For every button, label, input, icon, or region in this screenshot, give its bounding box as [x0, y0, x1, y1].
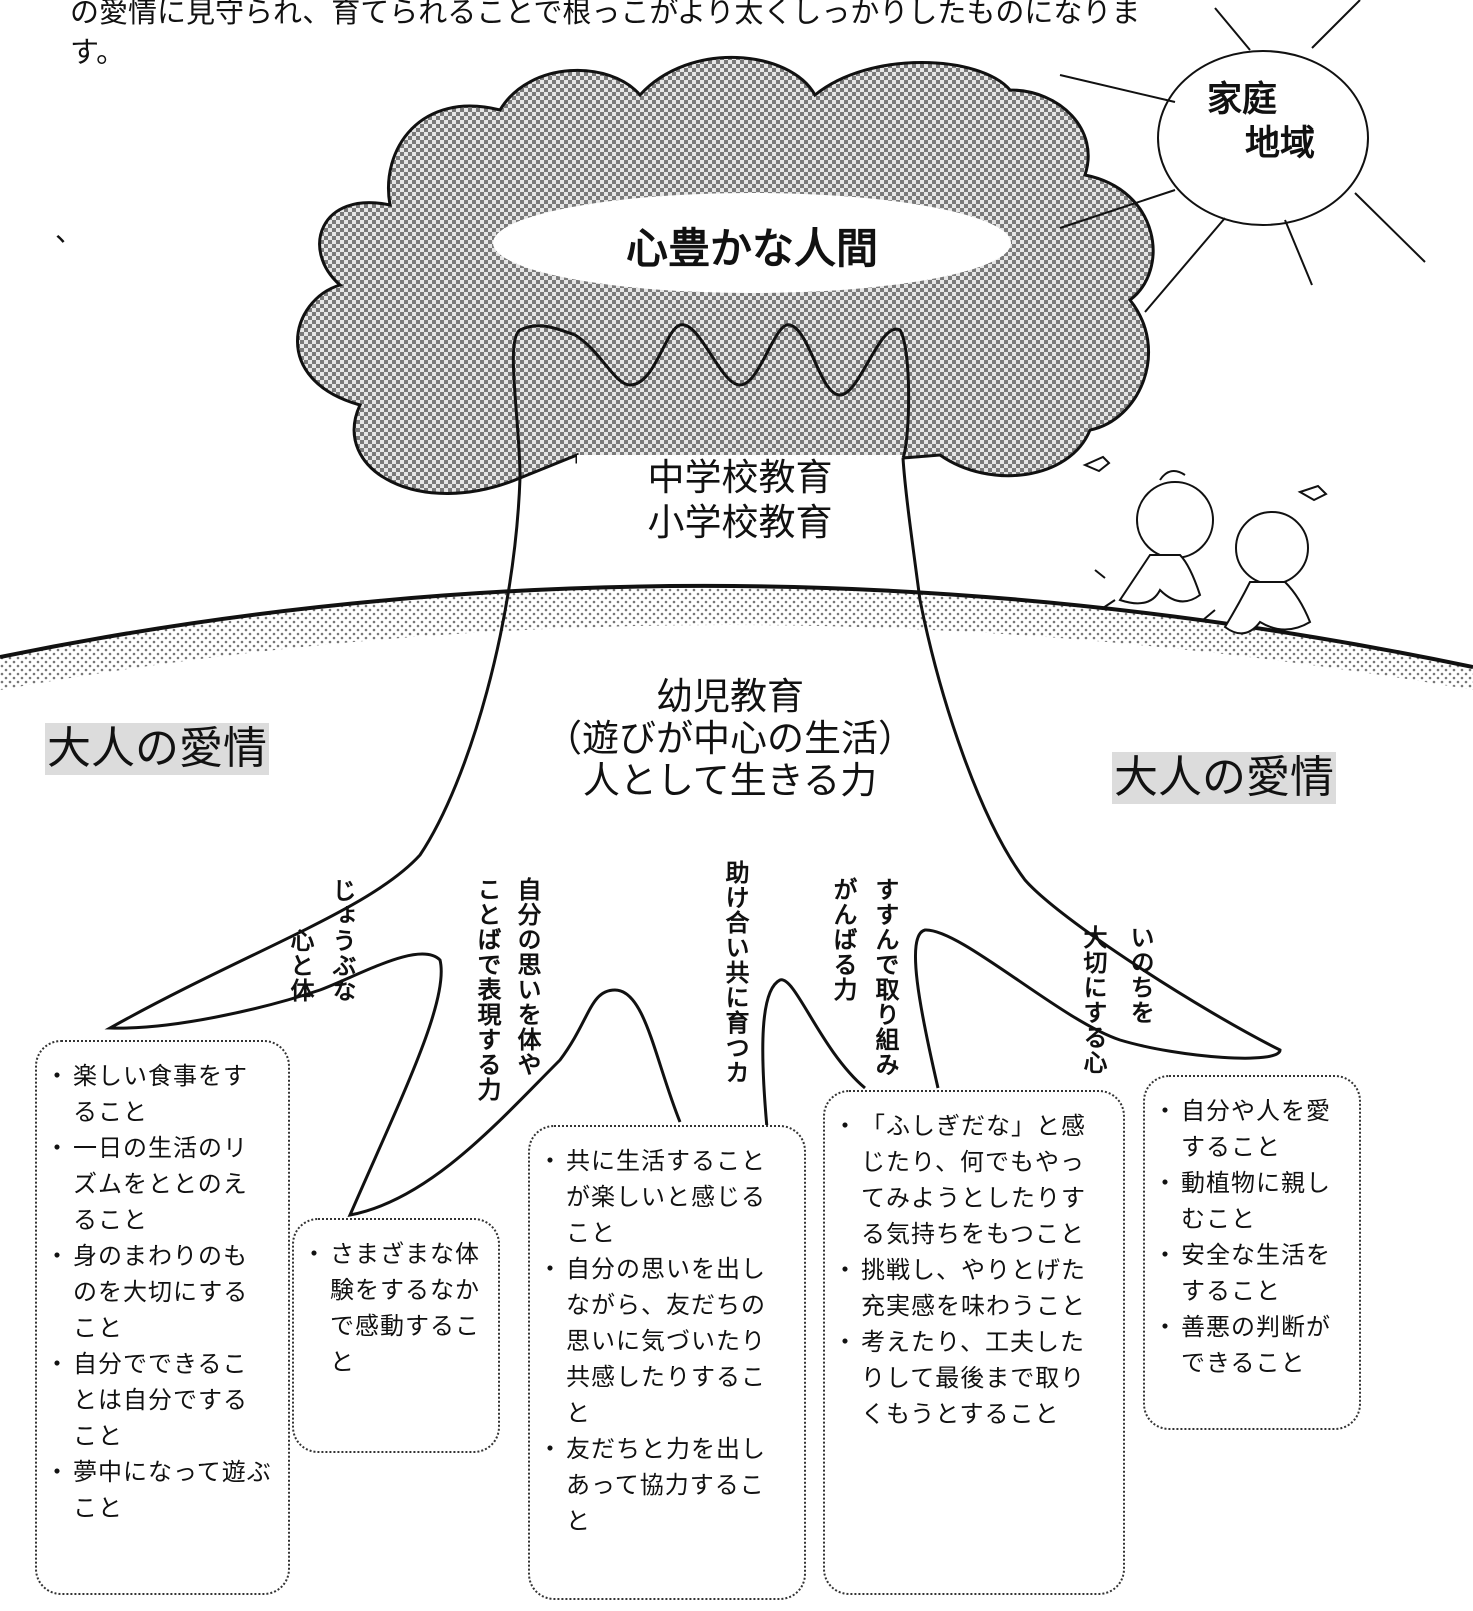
roots-label-life-skills: 人として生きる力 [582, 759, 878, 802]
list-item: 善悪の判断ができること [1153, 1309, 1343, 1381]
box-body-and-mind: 楽しい食事をすること 一日の生活のリズムをととのえること 身のまわりのものを大切… [35, 1040, 290, 1595]
intro-text: の愛情に見守られ、育てられることで根っこがより太くしっかりしたものになります。 [70, 0, 1141, 69]
trunk-label-junior-high: 中学校教育 [647, 456, 833, 499]
children-illustration [1082, 455, 1328, 635]
list-item: 身のまわりのものを大切にすること [45, 1238, 272, 1346]
adult-love-left: 大人の愛情 [45, 723, 269, 775]
root-label-effort-2: がんばる力 [829, 877, 857, 1002]
root-label-sturdy-2: 心と体 [286, 928, 314, 1003]
soil-band [0, 585, 1473, 690]
crown-title-ellipse [493, 193, 1011, 293]
sun-label-family: 家庭 [1207, 80, 1278, 120]
root-label-cooperate: 助け合い共に育つカ [721, 860, 749, 1085]
list-item: 夢中になって遊ぶこと [45, 1454, 272, 1526]
list-item: 動植物に親しむこと [1153, 1165, 1343, 1237]
box-respect-life: 自分や人を愛すること 動植物に親しむこと 安全な生活をすること 善悪の判断ができ… [1143, 1075, 1361, 1430]
list-item: 自分の思いを出しながら、友だちの思いに気づいたり共感したりすること [538, 1251, 788, 1431]
list-item: さまざまな体験をするなかで感動すること [302, 1236, 482, 1380]
list-item: 挑戦し、やりとげた充実感を味わうこと [833, 1252, 1107, 1324]
box-initiative: 「ふしぎだな」と感じたり、何でもやってみようとしたりする気持ちをもつこと 挑戦し… [823, 1090, 1125, 1595]
roots-label-play-life: （遊びが中心の生活） [545, 717, 915, 760]
list-item: 考えたり、工夫したりして最後まで取りくもうとすること [833, 1324, 1107, 1432]
root-label-express-1: 自分の思いを体や [513, 877, 541, 1077]
list-item: 一日の生活のリズムをととのえること [45, 1130, 272, 1238]
box-expression: さまざまな体験をするなかで感動すること [292, 1218, 500, 1453]
root-label-express-2: ことばで表現する力 [473, 877, 501, 1102]
list-item: 安全な生活をすること [1153, 1237, 1343, 1309]
adult-love-right: 大人の愛情 [1112, 752, 1336, 804]
list-item: 友だちと力を出しあって協力すること [538, 1431, 788, 1539]
list-item: 自分でできることは自分ですること [45, 1346, 272, 1454]
stray-mark: 、 [55, 215, 84, 248]
list-item: 自分や人を愛すること [1153, 1093, 1343, 1165]
crown-title: 心豊かな人間 [625, 224, 878, 273]
trunk-crown-boundary [511, 323, 911, 479]
roots-label-early-childhood: 幼児教育 [656, 675, 804, 718]
root-label-effort-1: すすんで取り組み [871, 877, 899, 1077]
list-item: 楽しい食事をすること [45, 1058, 272, 1130]
trunk-label-elementary: 小学校教育 [647, 501, 833, 544]
list-item: 「ふしぎだな」と感じたり、何でもやってみようとしたりする気持ちをもつこと [833, 1108, 1107, 1252]
root-label-life-2: 大切にする心 [1079, 925, 1107, 1075]
list-item: 共に生活することが楽しいと感じること [538, 1143, 788, 1251]
roots-outline [104, 457, 1282, 1217]
root-label-life-1: いのちを [1126, 925, 1154, 1025]
sun [1059, 0, 1426, 313]
sun-label-community: 地域 [1245, 124, 1316, 164]
root-label-sturdy-1: じょうぶな [328, 878, 356, 1003]
box-cooperation: 共に生活することが楽しいと感じること 自分の思いを出しながら、友だちの思いに気づ… [528, 1125, 806, 1600]
